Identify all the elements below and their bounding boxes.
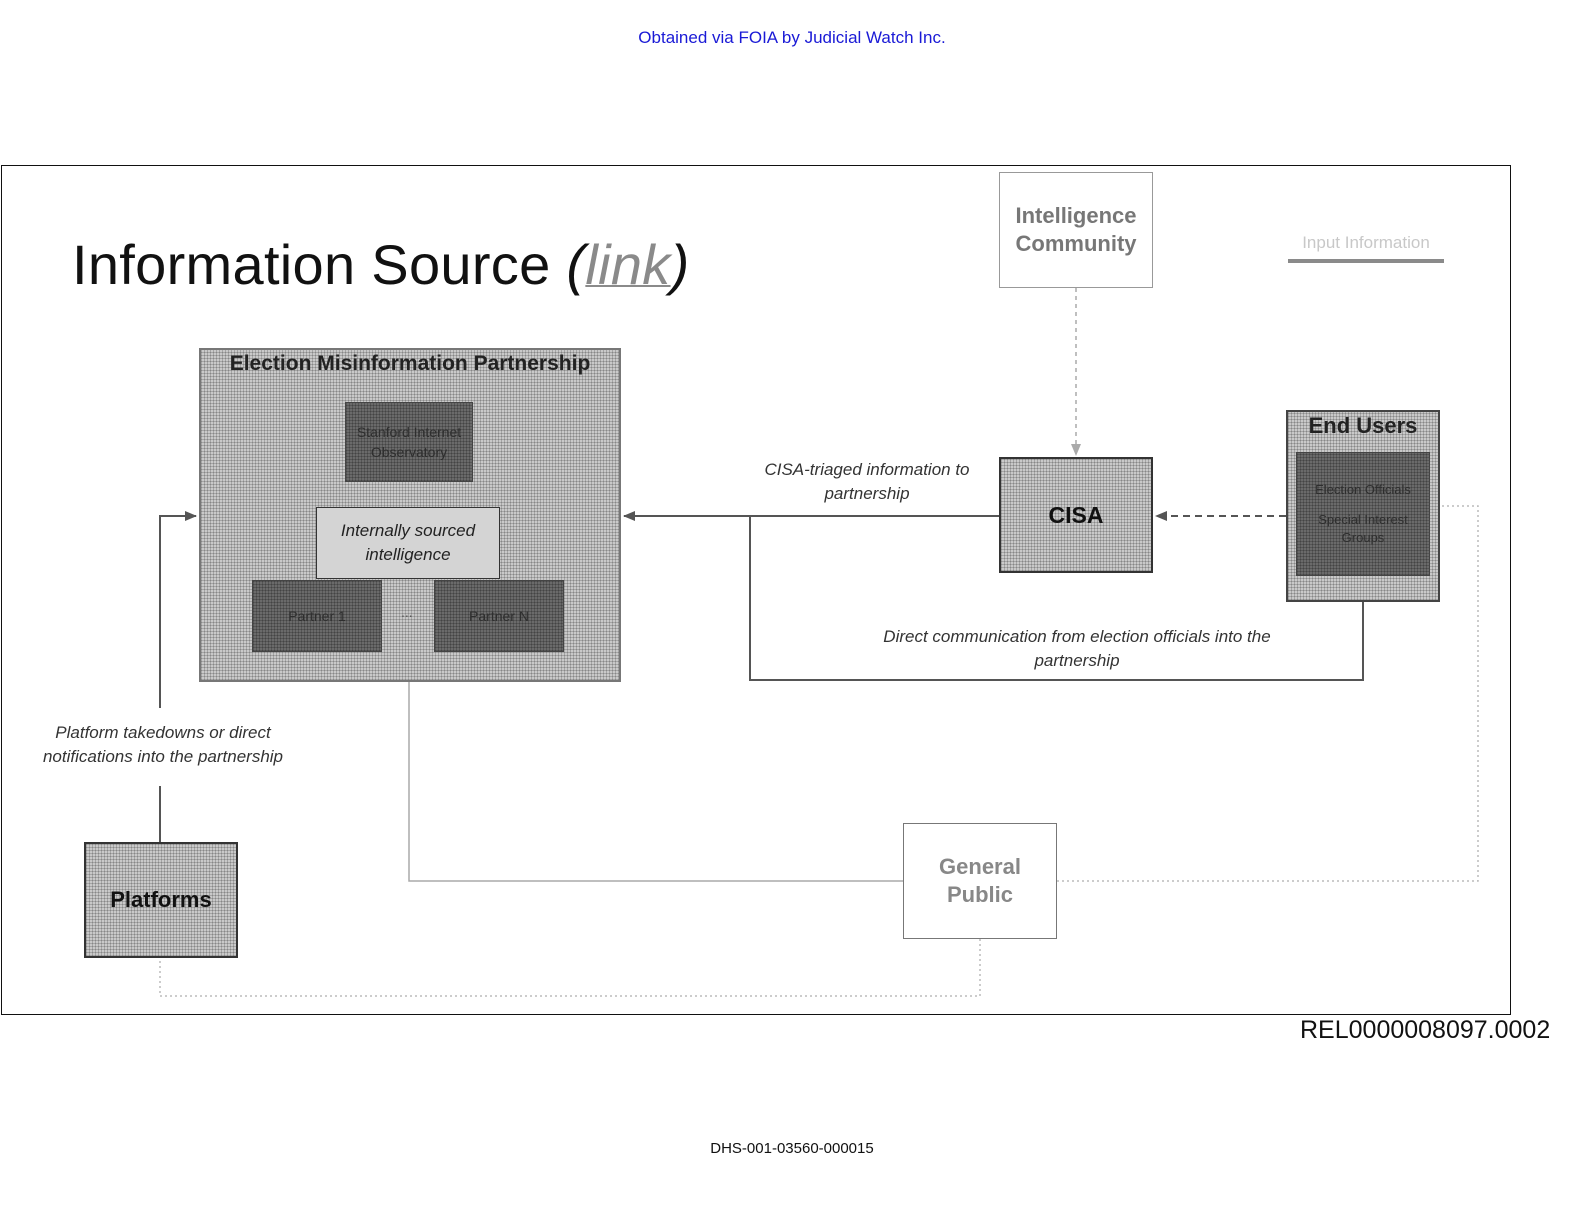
title-paren-close: ) bbox=[670, 233, 690, 296]
title-text: Information Source bbox=[72, 233, 551, 296]
slide-title: Information Source (link) bbox=[72, 232, 690, 297]
platforms-box: Platforms bbox=[84, 842, 238, 958]
title-link[interactable]: link bbox=[585, 233, 671, 296]
legend-input-information: Input Information bbox=[1288, 233, 1444, 263]
partner-1-box: Partner 1 bbox=[252, 580, 382, 652]
internally-sourced-box: Internally sourced intelligence bbox=[316, 507, 500, 579]
end-users-inner: Election Officials Special Interest Grou… bbox=[1296, 452, 1430, 576]
intelligence-community-box: Intelligence Community bbox=[999, 172, 1153, 288]
partner-ellipsis: ... bbox=[401, 604, 413, 620]
cisa-box: CISA bbox=[999, 457, 1153, 573]
emp-title: Election Misinformation Partnership bbox=[229, 352, 591, 375]
partner-n-box: Partner N bbox=[434, 580, 564, 652]
title-paren-open: ( bbox=[566, 233, 586, 296]
foia-notice: Obtained via FOIA by Judicial Watch Inc. bbox=[638, 28, 946, 47]
document-id: REL0000008097.0002 bbox=[1300, 1016, 1551, 1044]
sio-box: Stanford Internet Observatory bbox=[345, 402, 473, 482]
election-officials-label: Election Officials bbox=[1315, 482, 1411, 497]
bates-number: DHS-001-03560-000015 bbox=[710, 1140, 874, 1157]
special-interest-groups-label: Special Interest Groups bbox=[1318, 512, 1408, 545]
slide-frame bbox=[1, 165, 1511, 1015]
platform-takedowns-note: Platform takedowns or direct notificatio… bbox=[42, 723, 284, 766]
direct-communication-note: Direct communication from election offic… bbox=[883, 627, 1271, 670]
cisa-triaged-note: CISA-triaged information to partnership bbox=[764, 460, 970, 503]
general-public-box: General Public bbox=[903, 823, 1057, 939]
end-users-title: End Users bbox=[1308, 413, 1418, 438]
